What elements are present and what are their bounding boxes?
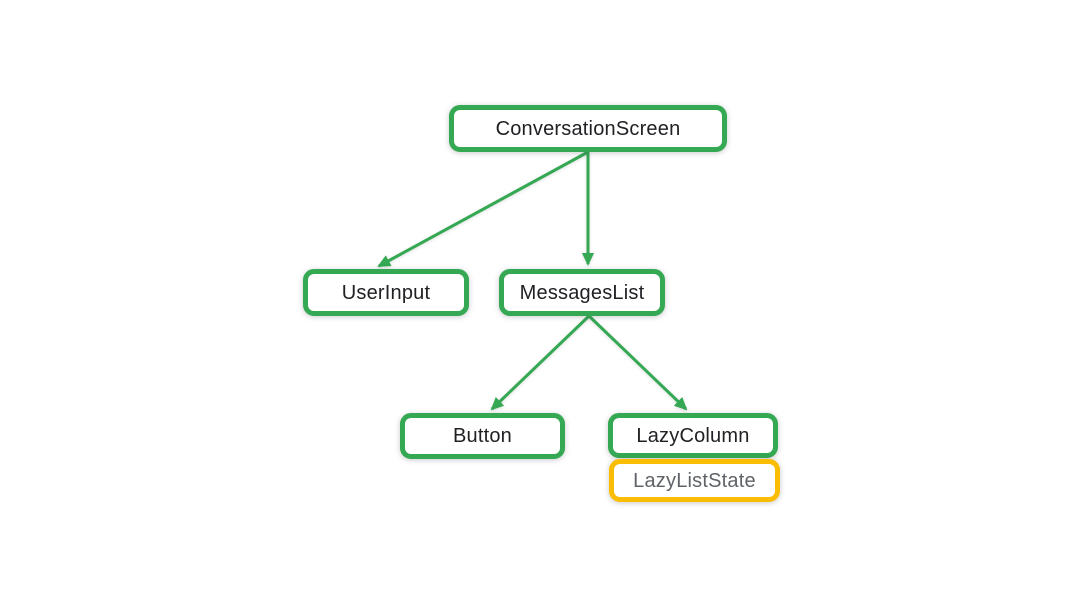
node-label-messages-list: MessagesList [519, 281, 645, 304]
node-label-lazy-list-state: LazyListState [633, 469, 756, 492]
node-messages-list: MessagesList [499, 269, 665, 316]
node-label-user-input: UserInput [341, 281, 431, 304]
edge-messages-list-to-button [490, 314, 591, 411]
node-lazy-list-state: LazyListState [609, 459, 780, 502]
edge-conversation-screen-to-user-input [377, 150, 589, 268]
node-button: Button [400, 413, 565, 459]
edge-lines [377, 150, 688, 411]
node-label-lazy-column: LazyColumn [636, 424, 750, 447]
node-conversation-screen: ConversationScreen [449, 105, 727, 152]
node-lazy-column: LazyColumn [608, 413, 778, 458]
node-label-button: Button [452, 425, 513, 447]
node-label-conversation-screen: ConversationScreen [495, 117, 681, 140]
node-user-input: UserInput [303, 269, 469, 316]
edge-messages-list-to-lazy-column [587, 314, 688, 411]
